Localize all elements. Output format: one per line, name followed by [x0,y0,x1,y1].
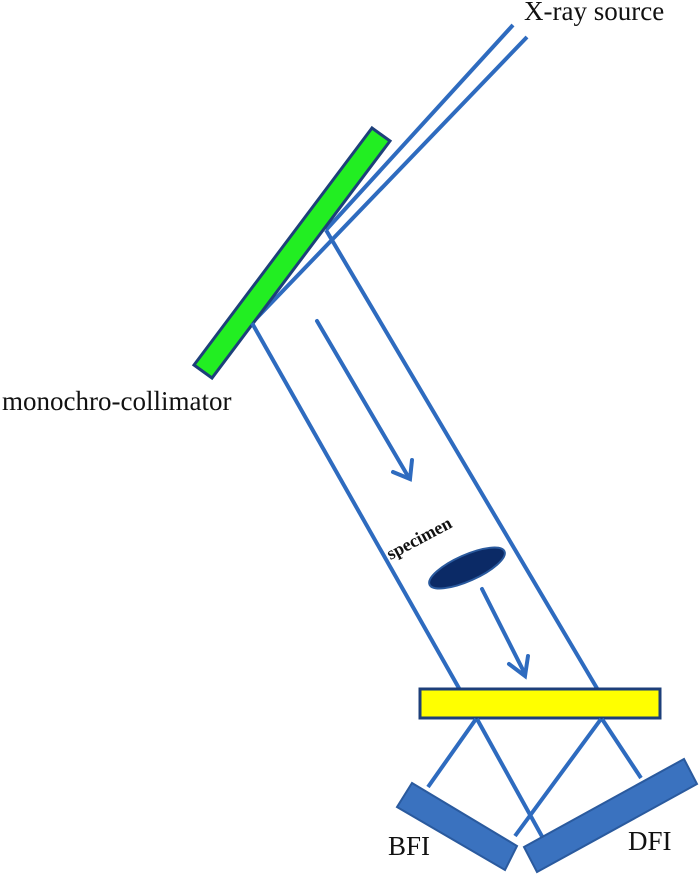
dfi-beam-cross [475,718,546,841]
specimen-shape [428,546,506,590]
xray-source-label: X-ray source [524,0,665,26]
monochro-collimator-crystal [191,125,393,381]
dfi-beam-right [600,717,643,780]
bfi-beam-cross [513,717,603,838]
monochro-collimator-label: monochro-collimator [2,386,232,416]
beam-edge-right [324,228,600,692]
bfi-beam-left [426,717,478,789]
analyzer-crystal [418,687,662,720]
xray-beam-upper [324,23,515,232]
dfi-detector [522,757,699,874]
beam-edge-left [250,322,462,691]
bfi-label: BFI [388,831,431,861]
beam-direction-arrow-icon [480,587,530,680]
beam-direction-arrow-icon [315,319,414,482]
dfi-label: DFI [628,826,672,856]
xray-beam-lower [250,35,529,325]
bfi-detector [395,781,519,872]
